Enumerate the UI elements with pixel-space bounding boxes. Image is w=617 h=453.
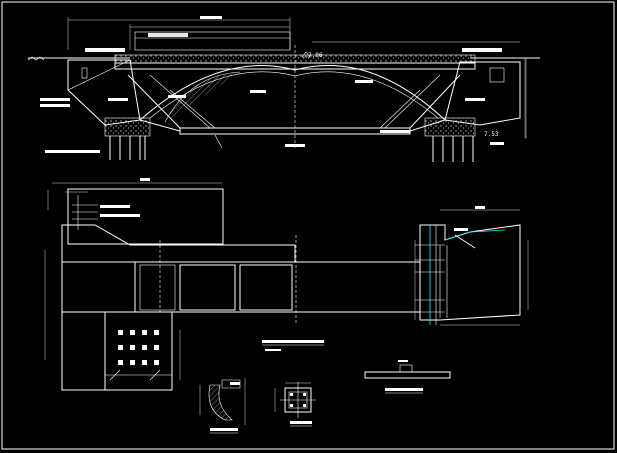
right-piles bbox=[432, 136, 474, 162]
right-footing bbox=[424, 117, 476, 137]
foundation-plan bbox=[61, 311, 173, 391]
pile-grid bbox=[118, 330, 159, 365]
panel-1 bbox=[179, 264, 236, 311]
bracket-detail bbox=[199, 378, 246, 434]
left-footing bbox=[104, 117, 151, 137]
section-caption bbox=[262, 340, 324, 351]
left-label-block bbox=[85, 48, 125, 52]
section-outline bbox=[419, 224, 521, 321]
main-arch bbox=[139, 65, 446, 121]
arch-rib-left bbox=[164, 71, 241, 123]
level-marker-right: 7.53 bbox=[484, 131, 499, 138]
left-piles bbox=[109, 136, 146, 160]
right-label-block bbox=[462, 48, 502, 52]
level-marker-top: 7.86 bbox=[308, 52, 323, 59]
abutment-elevation-view bbox=[44, 178, 420, 391]
panel-2 bbox=[239, 264, 293, 311]
railing-panel bbox=[134, 31, 291, 51]
section-detail-view bbox=[414, 206, 529, 326]
dim-label-block bbox=[200, 16, 222, 19]
panel-0 bbox=[139, 264, 176, 311]
elevation-caption bbox=[285, 144, 305, 147]
right-abutment bbox=[444, 61, 521, 126]
wing-wall-top bbox=[67, 188, 224, 245]
left-abutment bbox=[67, 59, 141, 126]
bridge-elevation-view: 7.86 bbox=[27, 16, 540, 162]
rail-cap-detail bbox=[364, 360, 451, 394]
plate-detail bbox=[274, 382, 316, 427]
